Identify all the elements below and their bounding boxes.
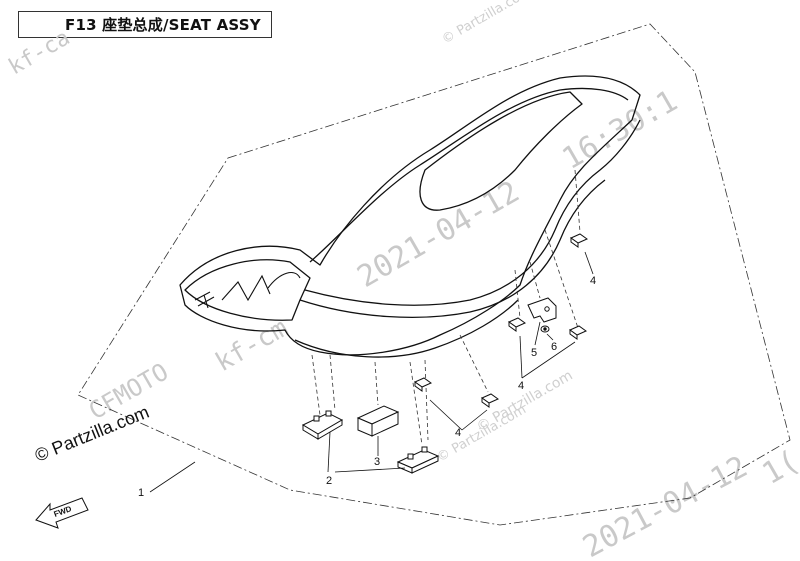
bracket-bottom	[396, 446, 440, 474]
callout-5: 5	[531, 347, 537, 359]
callout-6: 6	[551, 341, 557, 353]
callout-1: 1	[138, 487, 144, 499]
damper-block	[356, 405, 400, 437]
watermark-kf-cm: kf-cm	[211, 313, 294, 378]
callout-4-upper: 4	[590, 275, 596, 287]
diagram-title: F13 座垫总成/SEAT ASSY	[65, 16, 261, 34]
watermark-date: 2021-04-12	[352, 174, 526, 295]
watermark-partzilla-bottom: © Partzilla.com	[435, 402, 529, 465]
callout-4-lower: 4	[455, 427, 461, 439]
watermark-edge-right: 1(	[757, 444, 800, 492]
callout-lines	[149, 251, 594, 493]
bracket-left	[301, 410, 344, 440]
diagram-title-box: F13 座垫总成/SEAT ASSY	[18, 11, 272, 38]
callout-2: 2	[326, 475, 332, 487]
seat-logo-mark	[194, 272, 301, 309]
fwd-arrow-icon: FWD	[35, 497, 89, 529]
assembly-boundary	[77, 23, 791, 526]
seat-latch-bracket	[527, 297, 557, 323]
clip-nut	[413, 233, 589, 408]
watermark-partzilla-top: © Partzilla.com	[440, 0, 534, 47]
watermark-date-bottom: 2021-04-12	[577, 449, 753, 561]
callout-3: 3	[374, 456, 380, 468]
watermark-kf-corner: kf-ca	[5, 25, 75, 80]
seat-cushion	[179, 75, 641, 358]
callout-4-middle: 4	[518, 380, 524, 392]
latch-bolt	[540, 325, 550, 333]
leader-lines	[311, 169, 581, 446]
